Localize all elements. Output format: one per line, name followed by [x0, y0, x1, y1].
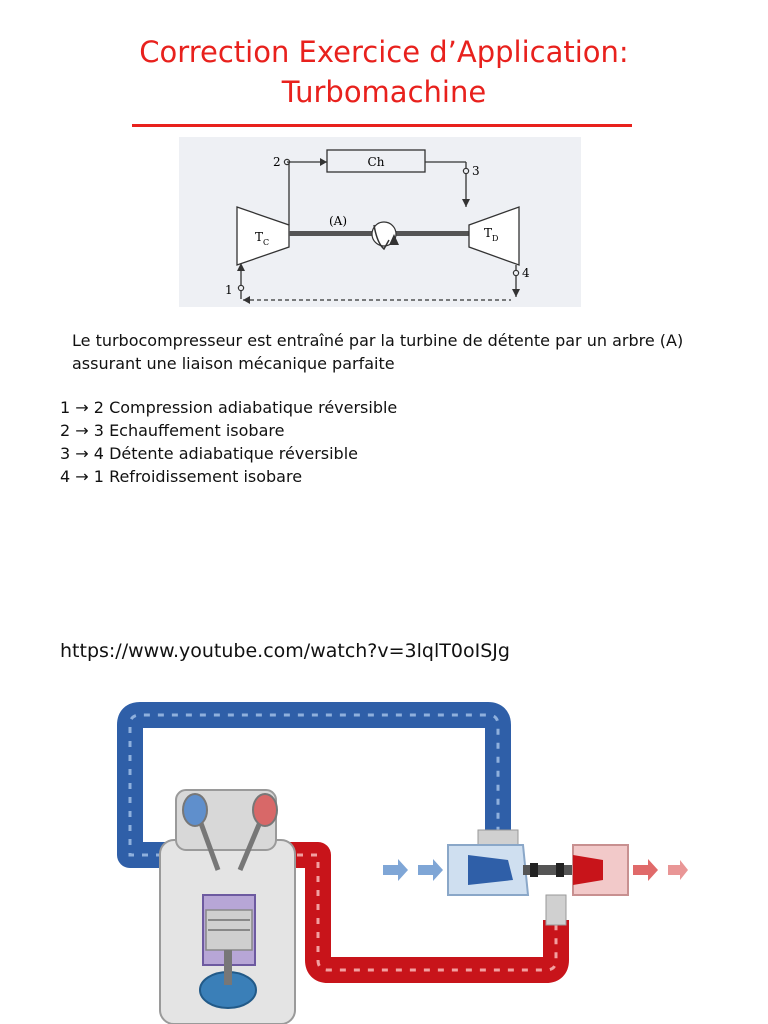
- turbine-label: T: [484, 226, 492, 240]
- step-item: 4 → 1 Refroidissement isobare: [60, 467, 303, 486]
- compressor-subscript: C: [263, 238, 269, 247]
- video-link[interactable]: https://www.youtube.com/watch?v=3lqlT0oI…: [60, 640, 510, 662]
- step-item: 1 → 2 Compression adiabatique réversible: [60, 398, 398, 417]
- title-underline: [132, 124, 632, 127]
- turbine-subscript: D: [492, 234, 498, 243]
- compressor-label: T: [255, 230, 263, 244]
- point-3-label: 3: [472, 164, 480, 178]
- page-title: Correction Exercice d’Application: Turbo…: [0, 32, 768, 112]
- shaft-label: (A): [329, 214, 347, 228]
- step-item: 3 → 4 Détente adiabatique réversible: [60, 444, 358, 463]
- title-line-2: Turbomachine: [281, 75, 487, 109]
- process-steps-list: 1 → 2 Compression adiabatique réversible…: [60, 396, 397, 488]
- chamber-label: Ch: [368, 155, 385, 169]
- turbocharger-illustration: [117, 702, 688, 1024]
- title-line-1: Correction Exercice d’Application:: [139, 35, 629, 69]
- point-1-label: 1: [225, 283, 233, 297]
- point-4-label: 4: [522, 266, 530, 280]
- intro-paragraph: Le turbocompresseur est entraîné par la …: [72, 331, 684, 373]
- point-2-label: 2: [273, 155, 281, 169]
- turbomachine-schematic: Ch 3 2 T C (A) T D 4 1: [179, 137, 581, 307]
- step-item: 2 → 3 Echauffement isobare: [60, 421, 285, 440]
